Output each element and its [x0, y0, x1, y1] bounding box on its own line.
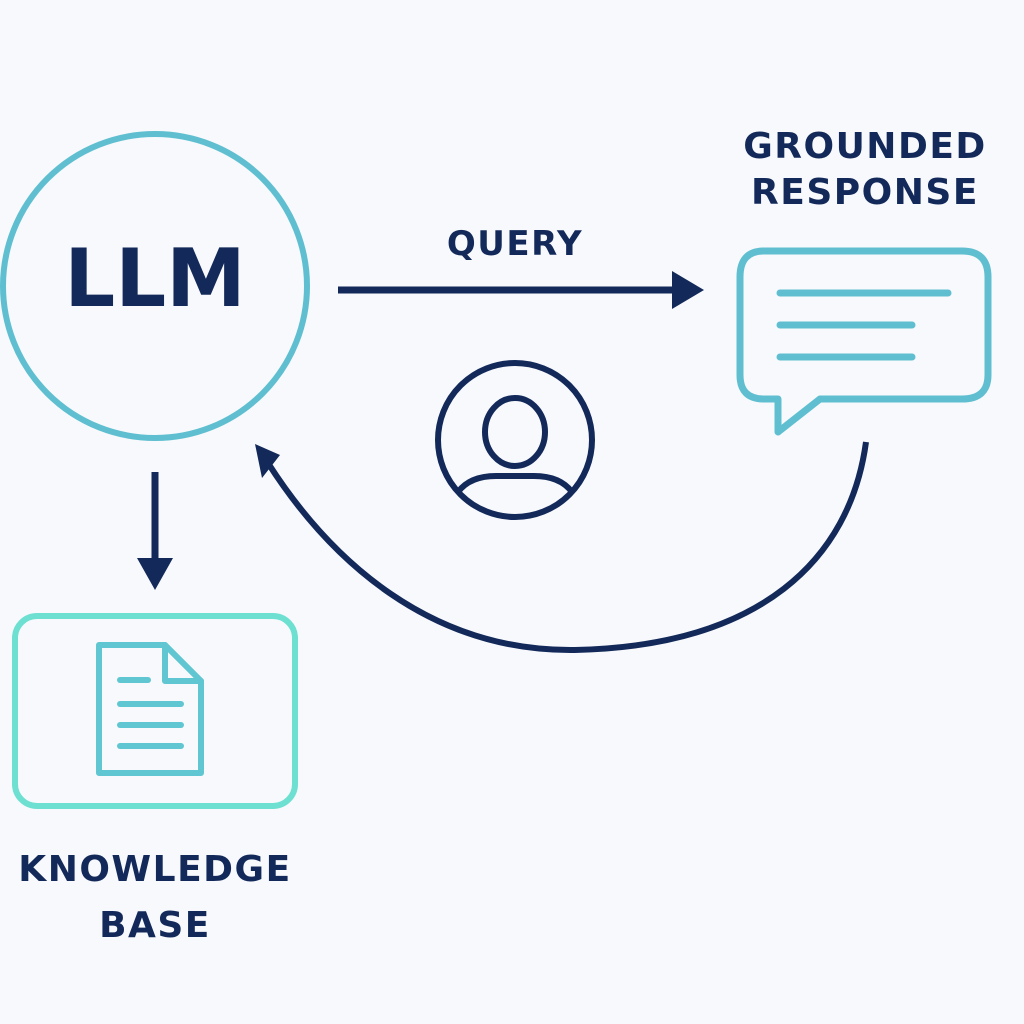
- grounded-response-label-line2: RESPONSE: [751, 172, 979, 213]
- user-icon: [435, 360, 595, 520]
- speech-bubble-icon: [736, 247, 992, 436]
- grounded-response-label-line1: GROUNDED: [743, 126, 987, 167]
- document-icon: [96, 642, 204, 776]
- retrieve-arrow: [137, 472, 173, 590]
- grounded-response-label: GROUNDED RESPONSE: [720, 124, 1010, 216]
- query-label: QUERY: [446, 224, 584, 264]
- llm-node-circle: [0, 131, 310, 441]
- knowledge-base-label: KNOWLEDGE BASE: [0, 842, 310, 954]
- knowledge-base-label-line2: BASE: [99, 905, 211, 946]
- llm-label: LLM: [64, 232, 246, 325]
- feedback-arrow: [255, 441, 869, 654]
- knowledge-base-label-line1: KNOWLEDGE: [18, 849, 292, 890]
- knowledge-base-box: [12, 613, 298, 809]
- query-arrow: [338, 271, 704, 309]
